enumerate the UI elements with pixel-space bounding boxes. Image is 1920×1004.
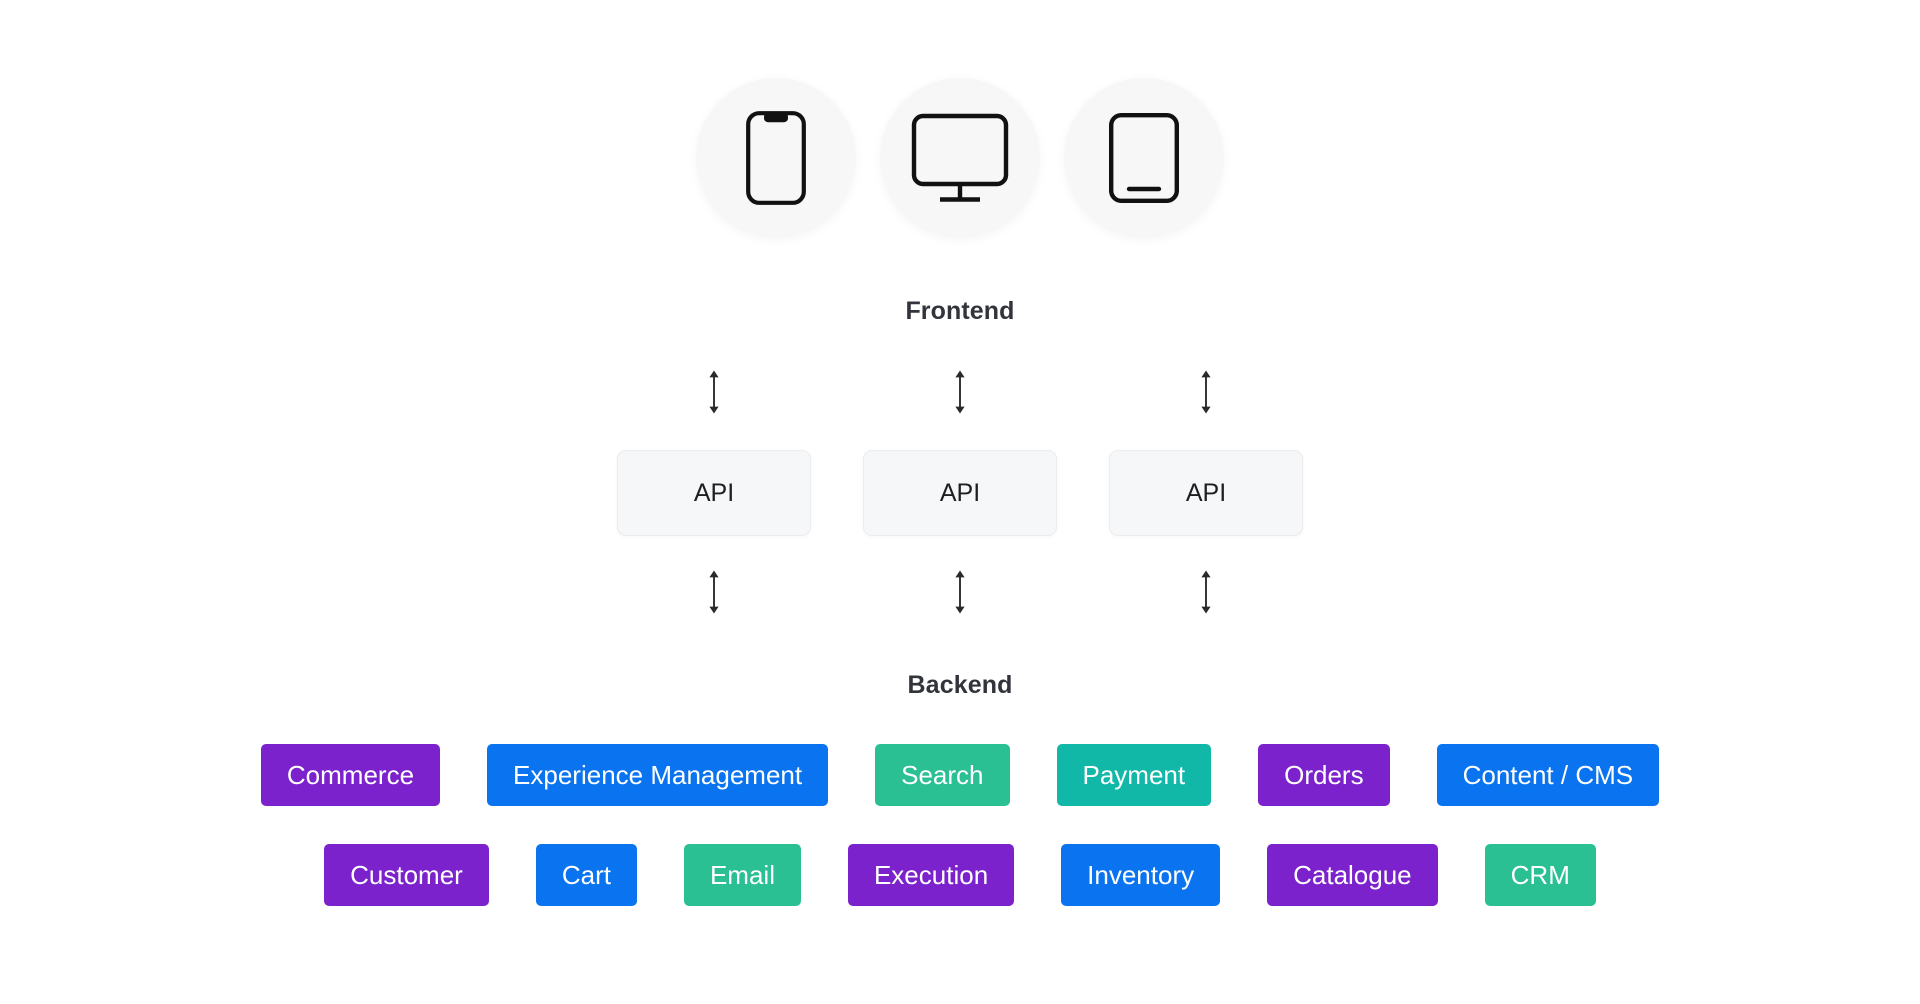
device-badge-tablet — [1064, 78, 1224, 238]
service-tag[interactable]: Commerce — [260, 744, 441, 806]
connector-arrow-4 — [591, 569, 837, 615]
connector-row-frontend-to-api — [0, 368, 1920, 416]
frontend-device-row — [0, 78, 1920, 238]
frontend-section-label: Frontend — [905, 297, 1015, 325]
backend-section-label: Backend — [907, 671, 1013, 699]
connector-arrow-1 — [591, 369, 837, 415]
service-tag[interactable]: Customer — [324, 844, 489, 906]
service-tag[interactable]: Experience Management — [487, 744, 829, 806]
service-tag[interactable]: Inventory — [1061, 844, 1221, 906]
service-tag[interactable]: CRM — [1484, 844, 1596, 906]
mobile-phone-icon — [745, 110, 807, 206]
service-tag[interactable]: Search — [875, 744, 1010, 806]
connector-arrow-3 — [1083, 369, 1329, 415]
service-tag[interactable]: Execution — [847, 844, 1015, 906]
api-box: API — [863, 450, 1057, 536]
api-box: API — [1109, 450, 1303, 536]
service-tag[interactable]: Content / CMS — [1436, 744, 1660, 806]
connector-arrow-6 — [1083, 569, 1329, 615]
device-badge-mobile — [696, 78, 856, 238]
service-tag[interactable]: Cart — [535, 844, 637, 906]
service-tag[interactable]: Orders — [1258, 744, 1390, 806]
connector-row-api-to-backend — [0, 568, 1920, 616]
api-box: API — [617, 450, 811, 536]
connector-arrow-5 — [837, 569, 1083, 615]
connector-arrow-2 — [837, 369, 1083, 415]
device-badge-desktop — [880, 78, 1040, 238]
backend-service-row-1: Commerce Experience Management Search Pa… — [0, 744, 1920, 806]
desktop-monitor-icon — [911, 113, 1009, 203]
service-tag[interactable]: Email — [683, 844, 801, 906]
backend-service-row-2: Customer Cart Email Execution Inventory … — [0, 844, 1920, 906]
service-tag[interactable]: Catalogue — [1267, 844, 1438, 906]
api-layer-row: API API API — [0, 450, 1920, 536]
tablet-icon — [1108, 112, 1180, 204]
service-tag[interactable]: Payment — [1056, 744, 1212, 806]
